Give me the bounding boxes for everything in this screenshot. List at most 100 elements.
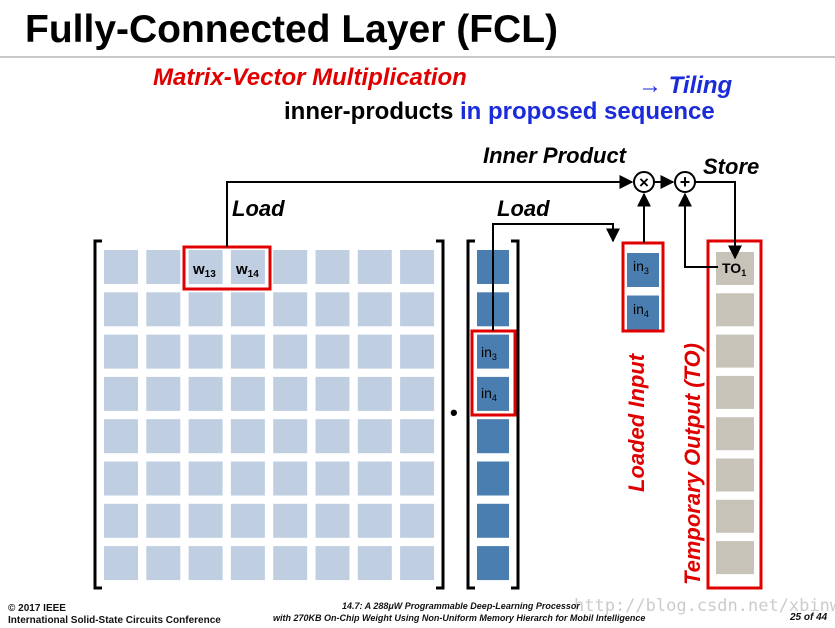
matrix-cell bbox=[273, 250, 308, 284]
temporary-output-cell bbox=[716, 375, 754, 409]
footer-talk-title-1: 14.7: A 288μW Programmable Deep-Learning… bbox=[342, 601, 580, 611]
matrix-cell bbox=[315, 419, 350, 454]
matrix-cell bbox=[188, 334, 223, 369]
matrix-cell bbox=[104, 334, 138, 369]
vector-cell bbox=[477, 503, 509, 538]
input-load-label: Load bbox=[497, 196, 550, 221]
matrix-cell bbox=[188, 503, 223, 538]
store-arrow bbox=[695, 181, 742, 260]
loaded-input-cell bbox=[627, 253, 659, 287]
input-load-arrow bbox=[492, 223, 620, 331]
matrix-cell bbox=[315, 250, 350, 284]
matrix-cell bbox=[400, 292, 435, 327]
store-label: Store bbox=[703, 154, 759, 179]
slide-title: Fully-Connected Layer (FCL) bbox=[25, 8, 559, 51]
matrix-cell bbox=[188, 419, 223, 454]
matrix-cell bbox=[273, 419, 308, 454]
matrix-cell bbox=[230, 503, 265, 538]
input-in4: in4 bbox=[481, 385, 497, 403]
vector-cell bbox=[477, 334, 509, 369]
matrix-cell bbox=[315, 376, 350, 411]
weight-w13: w13 bbox=[192, 261, 216, 280]
matrix-cell bbox=[357, 334, 392, 369]
matrix-cell bbox=[104, 250, 138, 284]
matrix-right-bracket bbox=[436, 239, 445, 590]
matrix-cell bbox=[273, 461, 308, 496]
watermark: http://blog.csdn.net/xbinworld bbox=[574, 596, 835, 616]
matrix-cell bbox=[400, 376, 435, 411]
matrix-cell bbox=[230, 334, 265, 369]
loaded-input-caption: Loaded Input bbox=[624, 352, 649, 492]
loaded-input-buffer bbox=[627, 253, 659, 330]
temporary-output-caption: Temporary Output (TO) bbox=[680, 343, 705, 585]
matrix-left-bracket bbox=[93, 239, 102, 590]
tiling-label: → Tiling bbox=[638, 72, 733, 99]
matrix-cell bbox=[146, 419, 181, 454]
matrix-cell bbox=[315, 461, 350, 496]
matrix-cell bbox=[400, 503, 435, 538]
matrix-cell bbox=[357, 250, 392, 284]
matrix-cell bbox=[230, 546, 265, 581]
temporary-output-cell bbox=[716, 334, 754, 368]
subtitle-inner-products-text: inner-products bbox=[284, 98, 454, 125]
subtitle-sequence-text: in proposed sequence bbox=[460, 98, 715, 125]
matrix-cell bbox=[104, 292, 138, 327]
footer-conference: International Solid-State Circuits Confe… bbox=[8, 615, 221, 626]
loaded-input-in4: in4 bbox=[633, 301, 649, 319]
matrix-cell bbox=[230, 376, 265, 411]
matrix-cell bbox=[104, 546, 138, 581]
title-divider bbox=[0, 56, 835, 58]
matrix-cell bbox=[146, 461, 181, 496]
matrix-cell bbox=[104, 376, 138, 411]
subtitle-inner-products: inner-products in proposed sequence bbox=[284, 98, 715, 126]
weight-matrix bbox=[104, 250, 435, 581]
vector-cell bbox=[477, 376, 509, 411]
temp-output-highlight-box bbox=[706, 239, 763, 590]
vector-right-bracket bbox=[511, 239, 520, 590]
matrix-cell bbox=[188, 546, 223, 581]
input-in3: in3 bbox=[481, 344, 497, 362]
footer-page-number: 25 of 44 bbox=[790, 612, 828, 623]
matrix-cell bbox=[400, 334, 435, 369]
matrix-cell bbox=[357, 292, 392, 327]
matrix-cell bbox=[146, 334, 181, 369]
matrix-cell bbox=[315, 334, 350, 369]
matrix-cell bbox=[357, 461, 392, 496]
loaded-input-cell bbox=[627, 295, 659, 330]
temporary-output-cell bbox=[716, 293, 754, 327]
subtitle-matrix-vector: Matrix-Vector Multiplication bbox=[153, 64, 467, 91]
matrix-cell bbox=[146, 250, 181, 284]
footer-talk-title-2: with 270KB On-Chip Weight Using Non-Unif… bbox=[273, 613, 646, 623]
temporary-output-cell bbox=[716, 541, 754, 575]
matrix-cell bbox=[273, 376, 308, 411]
dot-operator: • bbox=[450, 400, 458, 425]
vector-cell bbox=[477, 461, 509, 496]
matrix-cell bbox=[273, 334, 308, 369]
matrix-cell bbox=[146, 546, 181, 581]
temp-output-to1: TO1 bbox=[722, 260, 746, 278]
matrix-cell bbox=[230, 419, 265, 454]
matrix-cell bbox=[315, 503, 350, 538]
inner-product-label: Inner Product bbox=[483, 143, 628, 168]
matrix-cell bbox=[146, 292, 181, 327]
matrix-cell bbox=[400, 546, 435, 581]
matrix-cell bbox=[104, 419, 138, 454]
multiply-symbol: × bbox=[639, 173, 649, 192]
matrix-cell bbox=[230, 461, 265, 496]
matrix-cell bbox=[357, 503, 392, 538]
loaded-input-in3: in3 bbox=[633, 258, 649, 276]
matrix-cell bbox=[357, 376, 392, 411]
matrix-cell bbox=[273, 503, 308, 538]
matrix-cell bbox=[400, 419, 435, 454]
matrix-cell bbox=[230, 250, 265, 284]
temporary-output-cell bbox=[716, 417, 754, 451]
temporary-output-buffer bbox=[716, 252, 754, 575]
matrix-cell bbox=[146, 503, 181, 538]
matrix-cell bbox=[188, 461, 223, 496]
weight-w14: w14 bbox=[235, 261, 259, 280]
vector-cell bbox=[477, 546, 509, 581]
matrix-cell bbox=[104, 503, 138, 538]
matrix-cell bbox=[400, 461, 435, 496]
matrix-cell bbox=[188, 250, 223, 284]
